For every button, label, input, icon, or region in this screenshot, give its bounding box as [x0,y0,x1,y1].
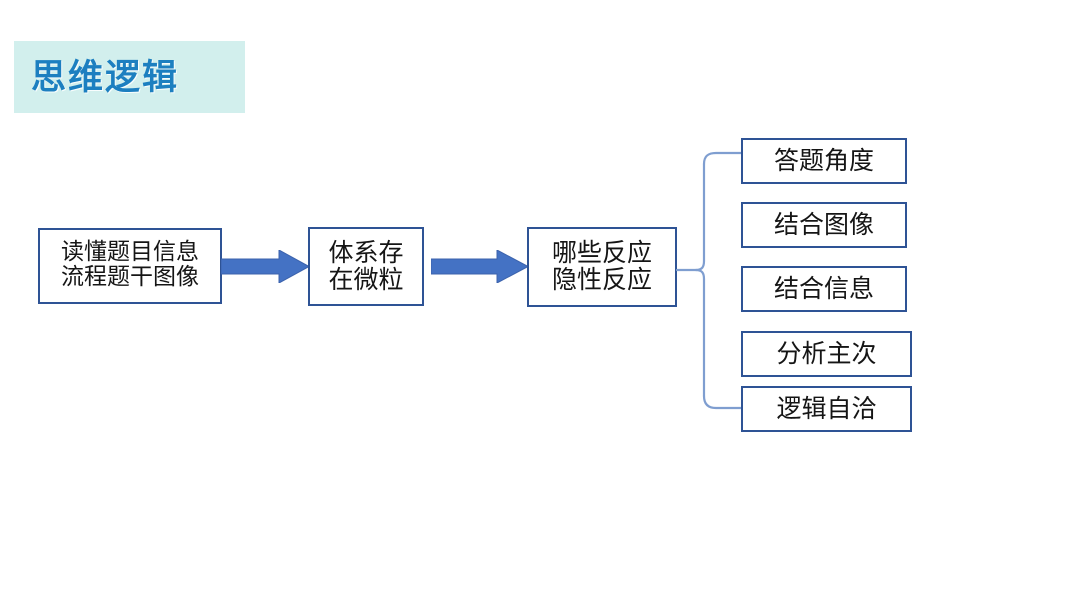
flow-box-read[interactable]: 读懂题目信息 流程题干图像 [38,228,222,304]
curly-brace-right-icon [672,142,752,422]
outcome-box-info[interactable]: 结合信息 [741,266,907,312]
outcome-box-angle[interactable]: 答题角度 [741,138,907,184]
page-title: 思维逻辑 [31,58,180,97]
outcome-box-image[interactable]: 结合图像 [741,202,907,248]
title-banner [14,41,245,113]
outcome-box-logic[interactable]: 逻辑自洽 [741,386,912,432]
flow-box-reactions[interactable]: 哪些反应 隐性反应 [527,227,677,307]
block-arrow-right-icon [221,250,309,283]
outcome-box-primary[interactable]: 分析主次 [741,331,912,377]
block-arrow-right-icon [431,250,528,283]
flow-box-particles[interactable]: 体系存 在微粒 [308,227,424,306]
